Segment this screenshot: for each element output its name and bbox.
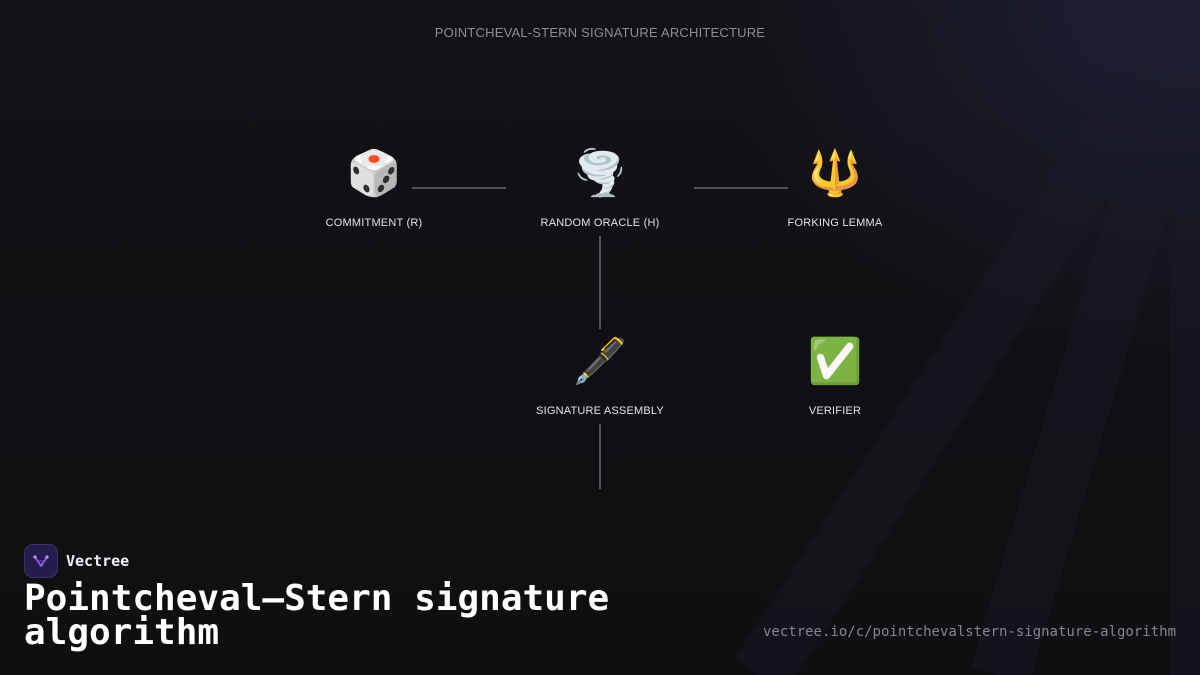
node-label-signature-assembly: SIGNATURE ASSEMBLY bbox=[536, 405, 664, 417]
node-label-random-oracle: RANDOM ORACLE (H) bbox=[540, 217, 660, 229]
node-verifier: ✅ VERIFIER bbox=[745, 334, 925, 417]
trident-icon: 🔱 bbox=[807, 148, 863, 199]
node-forking-lemma: 🔱 FORKING LEMMA bbox=[745, 146, 925, 229]
page-title: Pointcheval–Stern signature algorithm bbox=[24, 578, 610, 653]
brand-name: Vectree bbox=[66, 552, 130, 570]
game-die-icon: 🎲 bbox=[346, 148, 402, 199]
node-label-verifier: VERIFIER bbox=[808, 405, 862, 417]
node-label-forking-lemma: FORKING LEMMA bbox=[787, 217, 883, 229]
vectree-logo-icon bbox=[24, 544, 58, 578]
fountain-pen-icon: 🖋️ bbox=[572, 336, 628, 387]
check-mark-button-icon: ✅ bbox=[807, 336, 863, 387]
node-commitment: 🎲 COMMITMENT (R) bbox=[284, 146, 464, 229]
node-label-commitment: COMMITMENT (R) bbox=[325, 217, 423, 229]
node-random-oracle: 🌪️ RANDOM ORACLE (H) bbox=[510, 146, 690, 229]
node-signature-assembly: 🖋️ SIGNATURE ASSEMBLY bbox=[510, 334, 690, 417]
tornado-icon: 🌪️ bbox=[572, 148, 628, 199]
diagram-title: POINTCHEVAL-STERN SIGNATURE ARCHITECTURE bbox=[434, 25, 766, 40]
page-url[interactable]: vectree.io/c/pointchevalstern-signature-… bbox=[762, 624, 1176, 640]
brand[interactable]: Vectree bbox=[24, 544, 129, 578]
